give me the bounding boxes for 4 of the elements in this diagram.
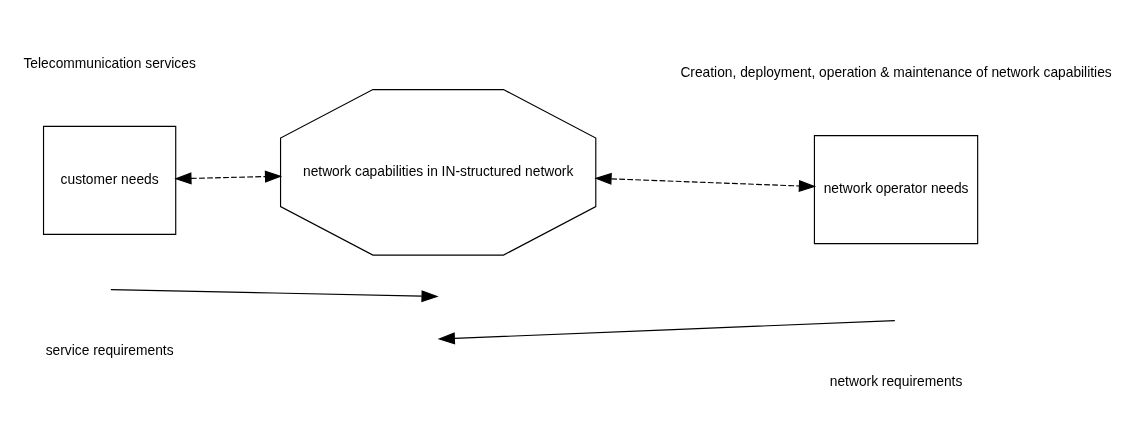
label: network requirements (829, 373, 963, 389)
label: Telecommunication services (23, 55, 196, 71)
label: Creation, deployment, operation & maintenance of network capabilities (680, 64, 1112, 80)
label: service requirements (45, 342, 174, 358)
